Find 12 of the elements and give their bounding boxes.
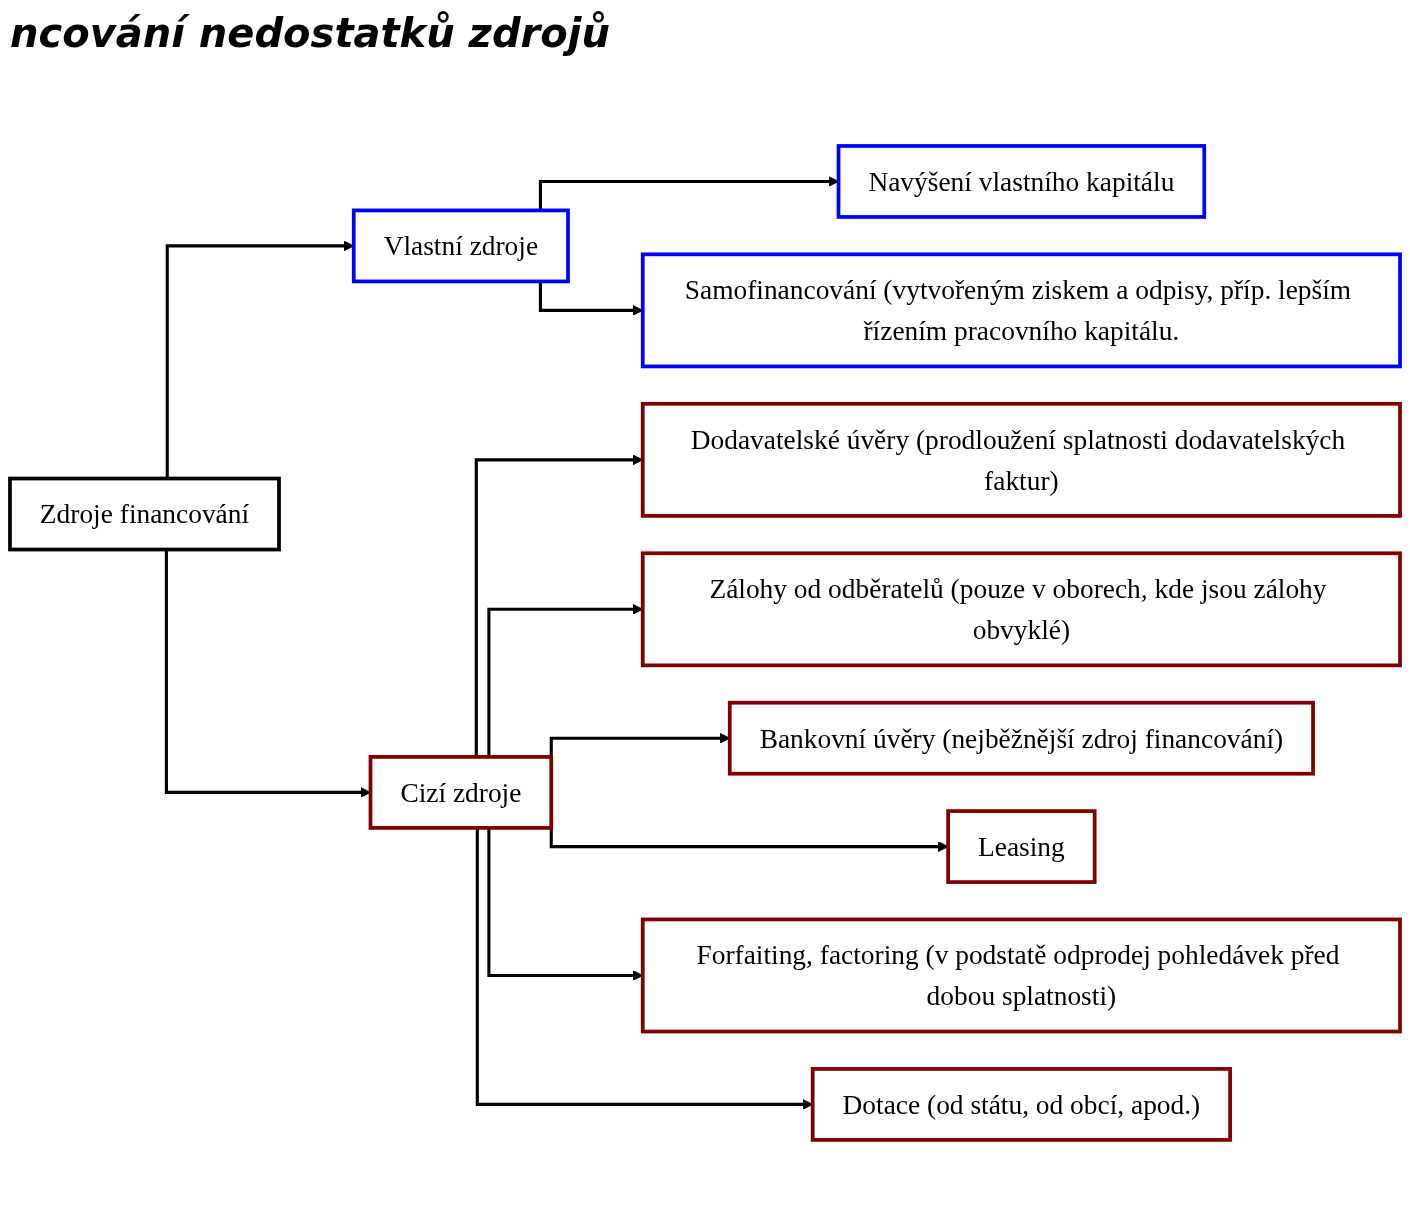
node-box: Forfaiting, factoring (v podstatě odprodej pohledávek před dobou splatnosti)	[640, 917, 1402, 1033]
node-box: Navýšení vlastního kapitálu	[836, 143, 1207, 219]
title: ncování nedostatků zdrojů	[10, 10, 610, 56]
node-box: Dodavatelské úvěry (prodloužení splatnosti dodavatelských faktur)	[640, 401, 1402, 518]
node-box: Vlastní zdroje	[351, 208, 570, 283]
node-box: Cizí zdroje	[368, 754, 554, 830]
node-box: Bankovní úvěry (nejběžnější zdroj financování)	[727, 700, 1315, 776]
node-box: Samofinancování (vytvořeným ziskem a odpisy, příp. lepším řízením pracovního kapitálu.	[640, 252, 1402, 368]
node-box: Dotace (od státu, od obcí, apod.)	[810, 1066, 1232, 1142]
node-box: Zálohy od odběratelů (pouze v oborech, kde jsou zálohy obvyklé)	[640, 550, 1402, 667]
node-box: Leasing	[946, 808, 1097, 884]
node-box: Zdroje financování	[8, 476, 281, 551]
